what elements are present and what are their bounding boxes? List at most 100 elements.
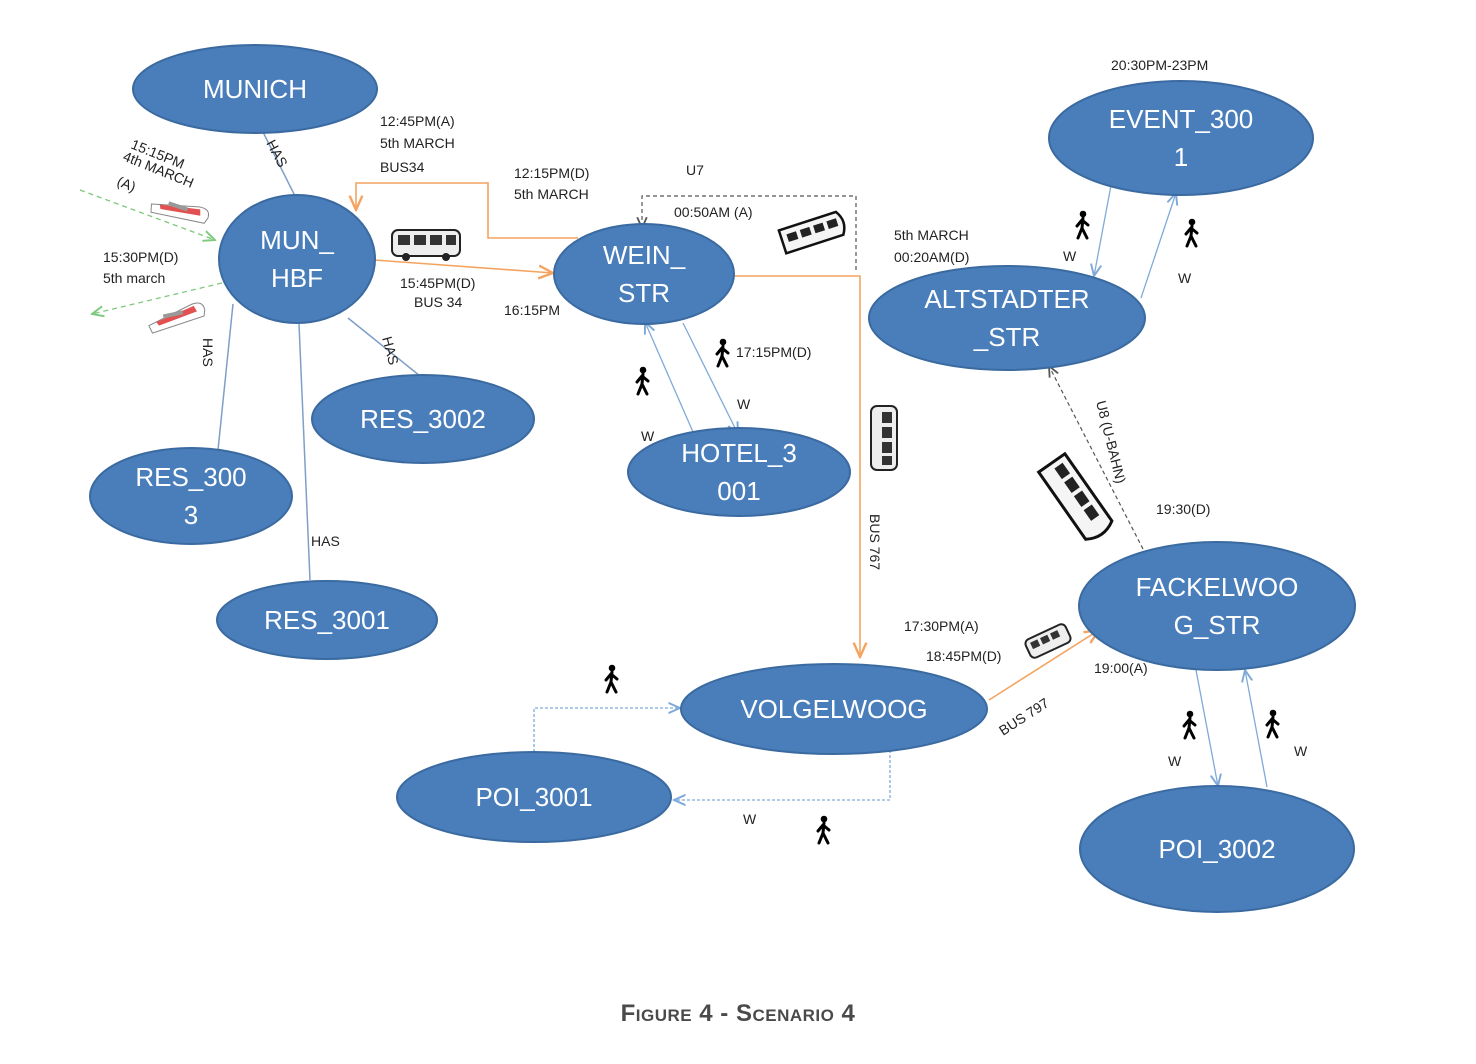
u7-edge <box>642 195 857 270</box>
bus-icon <box>1024 623 1072 659</box>
poi3002-walk-w2-label: W <box>1294 743 1308 759</box>
node-label: 3 <box>184 500 198 530</box>
node-res-3003: RES_300 3 <box>89 447 293 545</box>
has-res3003-label: HAS <box>200 338 216 367</box>
hotel-walk-edge-2 <box>645 322 694 433</box>
node-label: MUN_ <box>260 225 334 255</box>
node-label: G_STR <box>1174 610 1261 640</box>
bus34-return-name-label: BUS34 <box>380 159 425 175</box>
node-label: HOTEL_3 <box>681 438 797 468</box>
walking-person-icon <box>1075 209 1090 240</box>
walking-person-icon <box>604 663 619 694</box>
node-ellipse <box>396 751 672 843</box>
node-ellipse <box>132 44 378 134</box>
bus797-departure-label: 18:45PM(D) <box>926 648 1001 664</box>
event-walk-edge-1 <box>1094 179 1113 276</box>
bus34-return-date-label: 5th MARCH <box>380 135 455 151</box>
node-label: WEIN_ <box>603 240 686 270</box>
node-label: _STR <box>973 322 1040 352</box>
node-label: 1 <box>1174 142 1188 172</box>
u7-name-label: U7 <box>686 162 704 178</box>
node-label: ALTSTADTER <box>924 284 1089 314</box>
node-ellipse <box>868 265 1146 371</box>
node-ellipse <box>553 223 735 325</box>
walking-person-icon <box>1182 709 1197 740</box>
walking-person-icon <box>1265 708 1280 739</box>
node-ellipse <box>627 427 851 517</box>
has-edge-munich <box>261 129 296 197</box>
hotel-walk-edge-1 <box>682 322 738 434</box>
bus34-time-label: 15:45PM(D) <box>400 275 475 291</box>
node-ellipse <box>311 374 535 464</box>
ubahn-train-icon <box>1036 451 1114 541</box>
bus34-out-date-label: 5th MARCH <box>514 186 589 202</box>
figure-caption: Figure 4 - Scenario 4 <box>620 1000 856 1027</box>
node-ellipse <box>1048 80 1314 196</box>
node-ellipse <box>1079 785 1355 913</box>
train-arrival-edge <box>79 189 215 240</box>
bus797-name-label: BUS 797 <box>996 694 1052 738</box>
node-hotel-3001: HOTEL_3001 <box>627 427 851 517</box>
node-res-3002: RES_3002 <box>311 374 535 464</box>
hotel-walk-w2-label: W <box>641 428 655 444</box>
node-label: RES_3001 <box>264 605 390 635</box>
train-icon <box>150 201 210 224</box>
node-event-3001: EVENT_3001 <box>1048 80 1314 196</box>
event-walk-w1-label: W <box>1063 248 1077 264</box>
u8-departure-label: 19:30(D) <box>1156 501 1210 517</box>
has-res3001-label: HAS <box>311 533 340 549</box>
train-departure-edge <box>92 282 223 314</box>
u8-name-label: U8 (U-BAHN) <box>1093 399 1129 485</box>
poi3002-walk-edge-1 <box>1195 669 1218 786</box>
node-volgelwoog: VOLGELWOOG <box>680 663 988 755</box>
has-edge-res3003 <box>217 303 234 451</box>
walking-person-icon <box>816 814 831 845</box>
hotel-walk-time-label: 17:15PM(D) <box>736 344 811 360</box>
node-label: RES_300 <box>135 462 246 492</box>
bus34-edge <box>373 259 553 273</box>
walking-person-icon <box>635 365 650 396</box>
node-munich: MUNICH <box>132 44 378 134</box>
walking-person-icon <box>715 337 730 368</box>
poi3002-walk-edge-2 <box>1245 670 1268 788</box>
bus34-return-time-label: 12:45PM(A) <box>380 113 455 129</box>
u7-departure-label: 00:20AM(D) <box>894 249 969 265</box>
node-poi-3001: POI_3001 <box>396 751 672 843</box>
bus34-return-edge <box>356 182 578 239</box>
node-ellipse <box>680 663 988 755</box>
node-ellipse <box>218 194 376 324</box>
has-munich-label: HAS <box>263 137 291 170</box>
node-ellipse <box>89 447 293 545</box>
node-label: MUNICH <box>203 74 307 104</box>
bus767-name-label: BUS 767 <box>867 514 883 570</box>
bus34-name-label: BUS 34 <box>414 294 462 310</box>
node-ellipse <box>216 580 438 660</box>
u8-edge <box>1049 366 1144 550</box>
node-label: HBF <box>271 263 323 293</box>
poi3002-walk-w1-label: W <box>1168 753 1182 769</box>
node-poi-3002: POI_3002 <box>1079 785 1355 913</box>
train-icon <box>148 302 206 334</box>
node-label: POI_3002 <box>1158 834 1275 864</box>
bus797-edge <box>988 630 1099 701</box>
poi3001-walk-edge-2 <box>674 740 891 800</box>
u7-arrival-label: 00:50AM (A) <box>674 204 753 220</box>
has-res3002-label: HAS <box>379 335 402 367</box>
train-departure-time-label: 15:30PM(D) <box>103 249 178 265</box>
bus34-out-dep-label: 12:15PM(D) <box>514 165 589 181</box>
hotel-walk-w1-label: W <box>737 396 751 412</box>
train-arrival-a-label: (A) <box>115 173 138 195</box>
event-walk-w2-label: W <box>1178 270 1192 286</box>
ubahn-train-icon <box>777 210 846 255</box>
bus-icon <box>391 229 461 261</box>
bus34-arrival-label: 16:15PM <box>504 302 560 318</box>
bus797-arrival2-label: 19:00(A) <box>1094 660 1148 676</box>
node-mun-hbf: MUN_ HBF <box>218 194 376 324</box>
node-res-3001: RES_3001 <box>216 580 438 660</box>
node-label: RES_3002 <box>360 404 486 434</box>
event-walk-edge-2 <box>1140 193 1176 299</box>
has-edge-res3002 <box>347 317 421 377</box>
node-wein-str: WEIN_STR <box>553 223 735 325</box>
